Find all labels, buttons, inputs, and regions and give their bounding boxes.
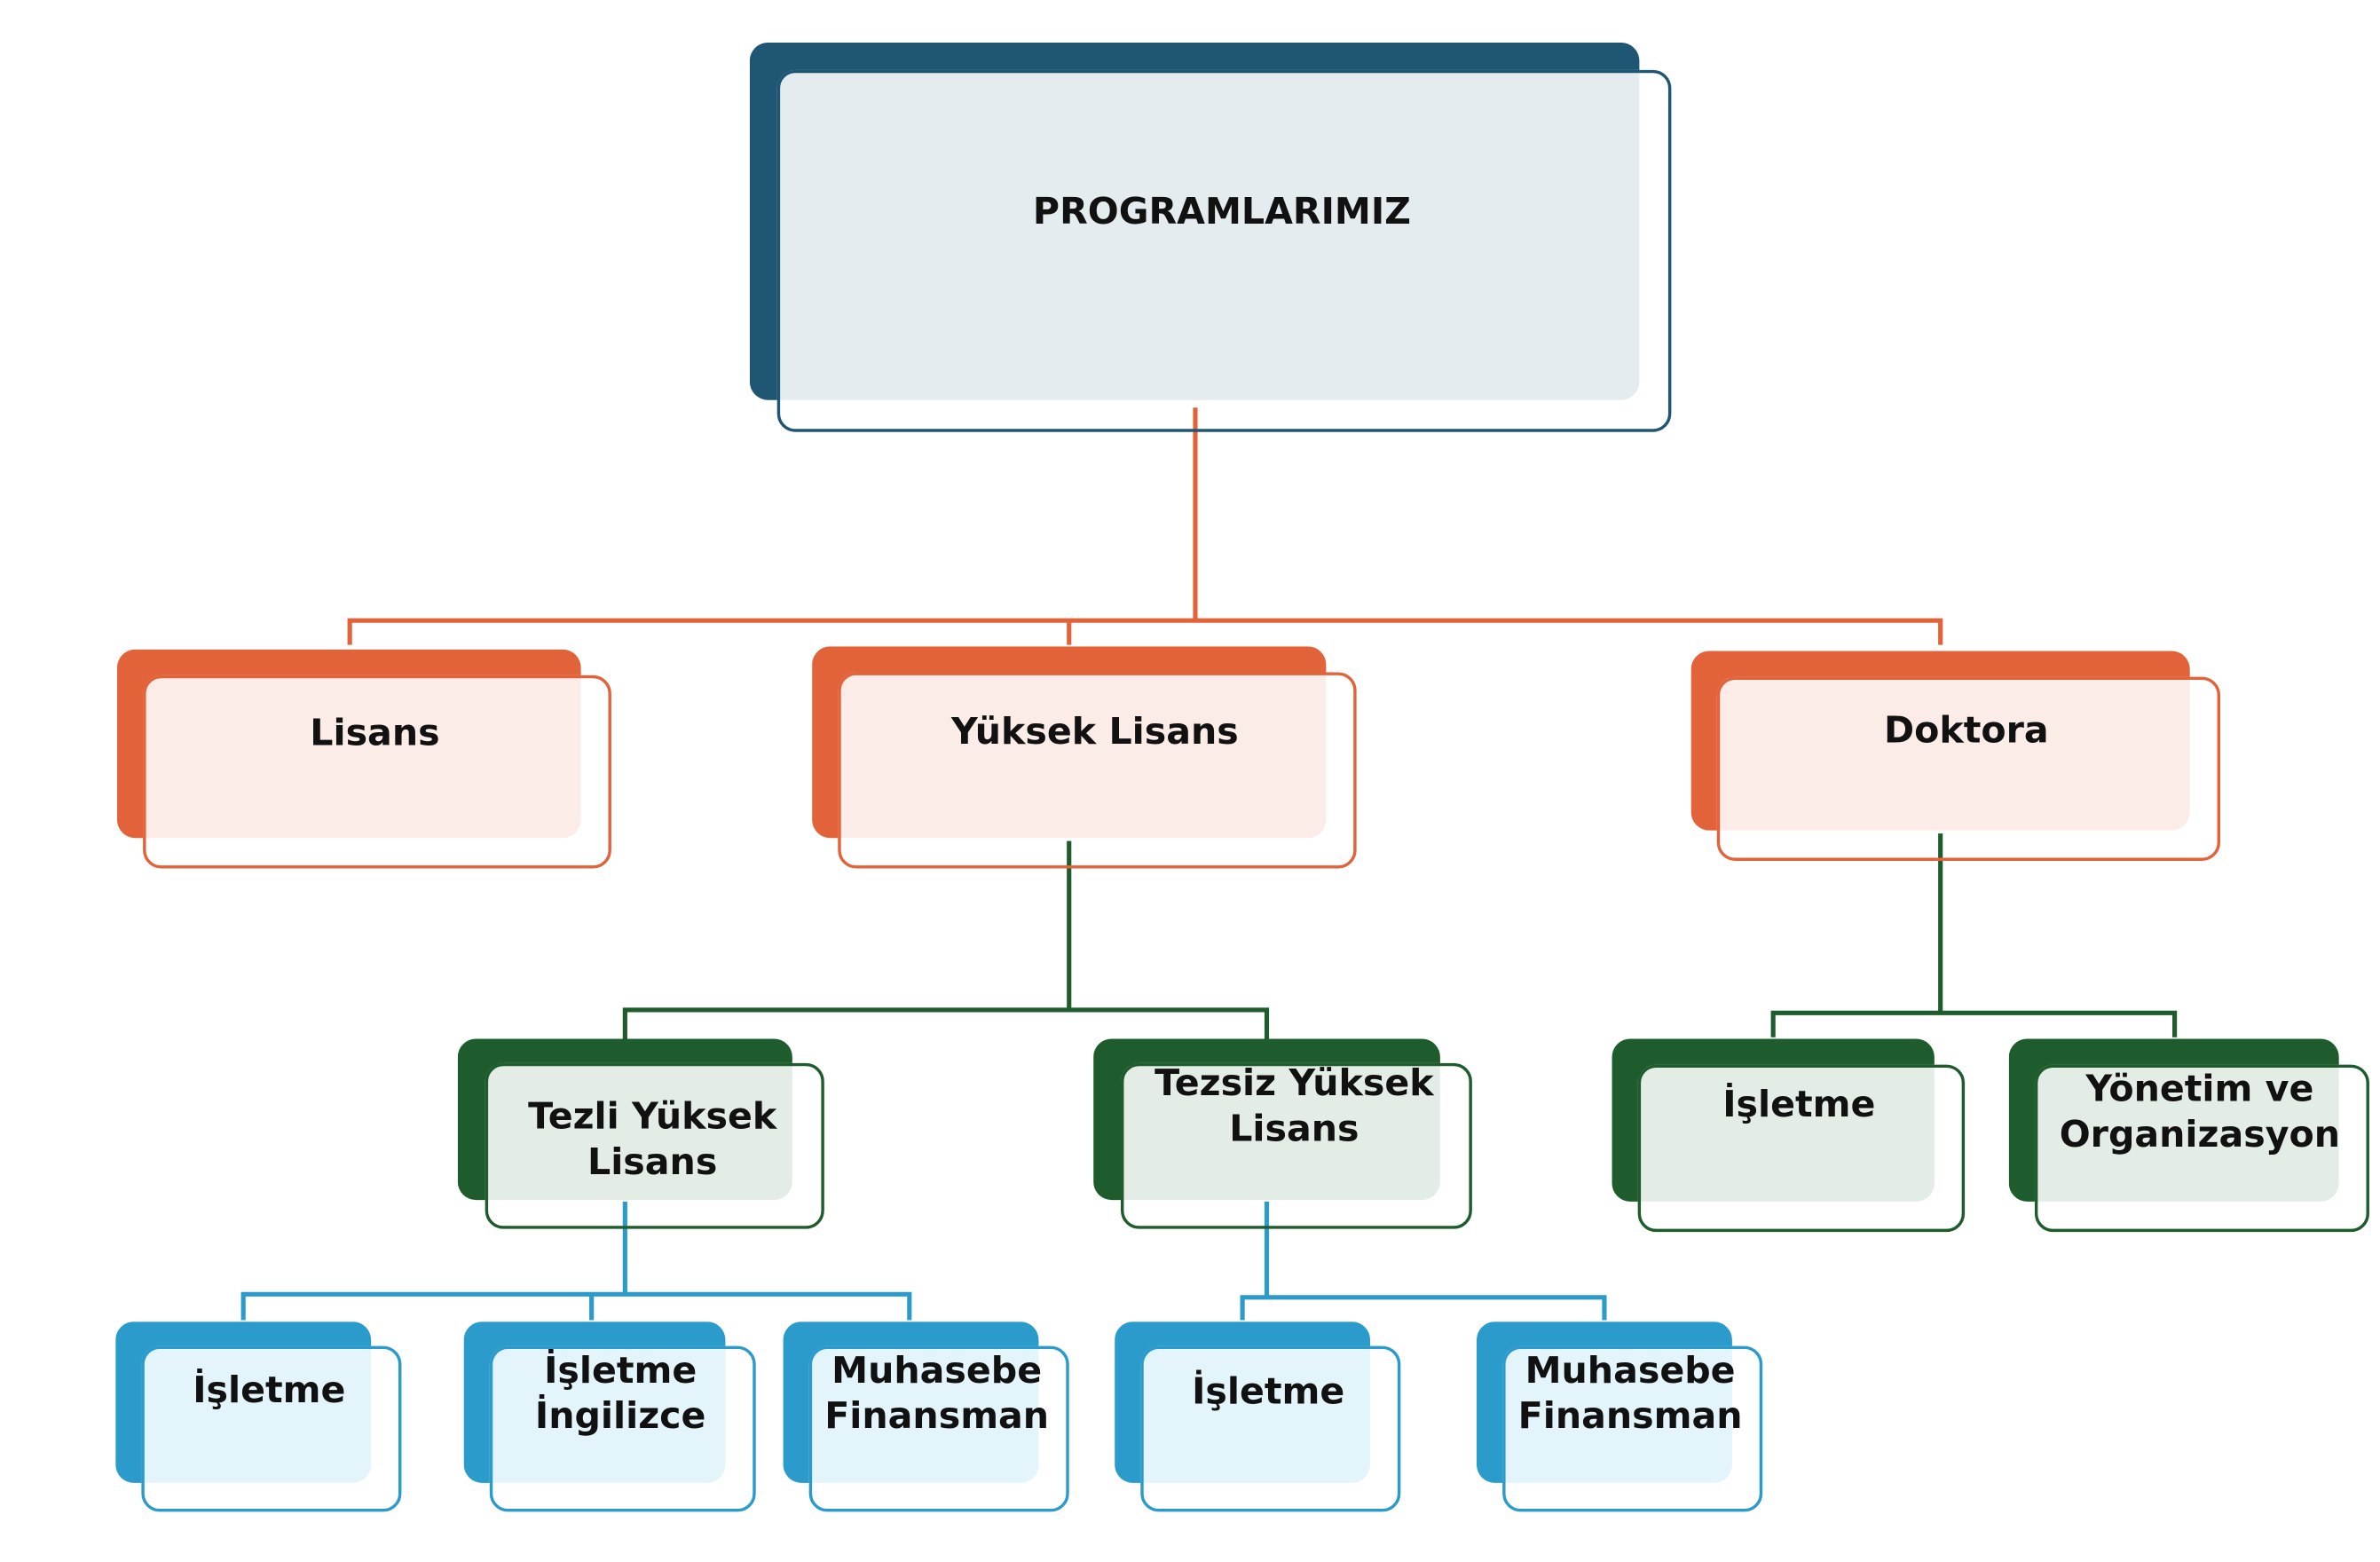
doktora-node-front bbox=[1716, 676, 2221, 861]
connector-tezli-branch bbox=[240, 1291, 912, 1321]
tezli-isletme-node-front bbox=[141, 1345, 402, 1512]
lisans-node-back bbox=[116, 649, 581, 839]
tezli-muhasebe-finansman-node-front bbox=[808, 1345, 1069, 1512]
lisans-node-front bbox=[143, 674, 611, 869]
root-node-back bbox=[749, 42, 1640, 400]
doktora-label: Doktora bbox=[1883, 708, 2049, 752]
yonetim-organizasyon-node-front bbox=[2034, 1064, 2369, 1233]
tezli-yuksek-lisans-label: Tezli Yüksek Lisans bbox=[528, 1094, 777, 1184]
connector-yuksek-lisans-branch bbox=[622, 1007, 1270, 1039]
yuksek-lisans-node-front bbox=[838, 672, 1357, 869]
tezsiz-isletme-node-front bbox=[1140, 1345, 1401, 1512]
root-connectors bbox=[347, 407, 1943, 645]
tezli-isletme-ingilizce-label: İşletme İngilizce bbox=[534, 1349, 706, 1438]
tezsiz-isletme-label: İşletme bbox=[1192, 1370, 1345, 1414]
yuksek-lisans-node-back bbox=[812, 646, 1327, 839]
yuksek-lisans-connectors bbox=[622, 840, 1270, 1039]
doktora-isletme-label: İşletme bbox=[1722, 1083, 1876, 1126]
lisans-label: Lisans bbox=[310, 712, 440, 754]
root-node-front bbox=[776, 69, 1672, 432]
yuksek-lisans-label: Yüksek Lisans bbox=[950, 710, 1239, 753]
doktora-isletme-node-front bbox=[1637, 1064, 1966, 1233]
tezsiz-yuksek-lisans-node-front bbox=[1120, 1062, 1472, 1229]
tezli-yuksek-lisans-node-front bbox=[485, 1062, 824, 1229]
tezli-connectors bbox=[240, 1201, 912, 1321]
tezsiz-connectors bbox=[1240, 1201, 1607, 1321]
connector-doktora-branch bbox=[1770, 1010, 2178, 1037]
tezsiz-muhasebe-finansman-label: Muhasebe Finansman bbox=[1517, 1349, 1743, 1438]
root-label: PROGRAMLARIMIZ bbox=[1032, 190, 1411, 233]
doktora-node-back bbox=[1690, 651, 2190, 831]
connector-root-branch bbox=[347, 618, 1943, 645]
yonetim-organizasyon-label: Yönetim ve Organizasyon bbox=[2059, 1068, 2341, 1156]
tezli-isletme-label: İşletme bbox=[193, 1369, 346, 1412]
connector-tezsiz-branch bbox=[1240, 1295, 1607, 1321]
tezsiz-muhasebe-finansman-node-front bbox=[1502, 1345, 1763, 1512]
tezli-muhasebe-finansman-label: Muhasebe Finansman bbox=[824, 1349, 1050, 1438]
tezli-isletme-ingilizce-node-front bbox=[489, 1345, 756, 1512]
tezsiz-yuksek-lisans-label: Tezsiz Yüksek Lisans bbox=[1155, 1061, 1434, 1150]
doktora-connectors bbox=[1770, 833, 2178, 1037]
